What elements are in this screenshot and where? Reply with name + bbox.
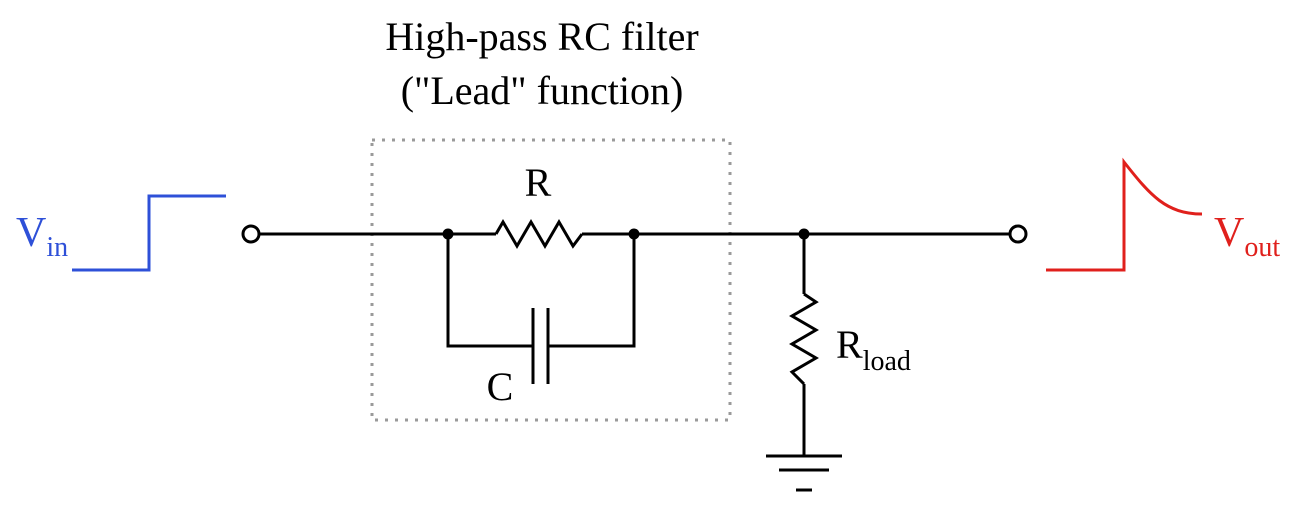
vin-main: V	[16, 210, 46, 256]
resistor-load-main: R	[836, 322, 863, 367]
capacitor-c-label: C	[487, 364, 514, 409]
ground-symbol	[766, 454, 842, 492]
title-line-1: High-pass RC filter	[385, 14, 698, 59]
vout-main: V	[1214, 210, 1244, 256]
input-terminal	[241, 224, 261, 244]
vin-label: Vin	[16, 210, 68, 263]
capacitor-c	[531, 308, 550, 384]
junction-dot-load	[798, 228, 810, 240]
wiring	[260, 232, 1010, 456]
output-spike-waveform	[1046, 157, 1203, 272]
resistor-r-label: R	[525, 160, 552, 205]
vout-label: Vout	[1214, 210, 1280, 263]
resistor-load-sub: load	[863, 346, 911, 377]
wire-cap-left	[446, 234, 533, 348]
junction-dot-left	[442, 228, 454, 240]
vout-sub: out	[1244, 232, 1280, 263]
junction-dot-middle	[628, 228, 640, 240]
output-terminal	[1008, 224, 1028, 244]
wire-cap-right	[548, 234, 636, 348]
input-step-waveform	[72, 194, 226, 272]
resistor-load	[789, 292, 819, 386]
resistor-load-label: Rload	[836, 322, 911, 377]
title-line-2: ("Lead" function)	[401, 68, 684, 113]
resistor-r	[494, 219, 584, 249]
vin-sub: in	[46, 232, 68, 263]
